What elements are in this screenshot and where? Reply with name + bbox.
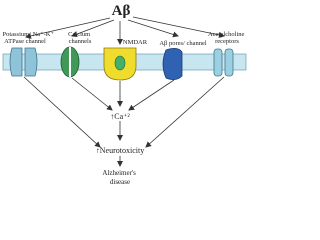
abeta-source-label: Aβ xyxy=(112,3,131,19)
arrow-abeta-to-ach xyxy=(132,16,225,38)
source-arrows xyxy=(25,16,225,45)
acetylcholine-receptor-icon xyxy=(213,48,234,77)
abeta-pore-icon xyxy=(162,48,183,80)
receptor-label-abeta-pores: Aβ pores/ channel xyxy=(159,40,207,47)
receptor-label-atpase: Potassium/ Na⁺-K⁺ ATPase channel xyxy=(2,31,55,45)
calcium-channel-icon xyxy=(60,46,80,78)
arrow-pores-to-ca xyxy=(128,79,175,111)
alzheimers-disease-label: Alzheimer's disease xyxy=(102,169,137,186)
arrow-abeta-to-pores xyxy=(127,19,179,38)
arrow-abeta-to-atpase xyxy=(25,17,111,39)
abeta-pathway-diagram: Aβ Potassium/ Na⁺-K⁺ ATPase channel Calc… xyxy=(2,3,247,186)
calcium-increase-label: ↑Ca⁺² xyxy=(110,112,130,121)
receptor-label-acetylcholine: Acetylcholine receptors xyxy=(208,31,246,45)
neurotoxicity-label: ↑Neurotoxicity xyxy=(96,146,144,155)
arrow-calcium-channel-to-ca xyxy=(71,77,113,111)
pathway-arrows xyxy=(23,76,225,167)
nmdar-icon xyxy=(103,47,137,81)
arrow-abeta-to-calcium-channel xyxy=(71,19,115,38)
arrow-atpase-to-neurotoxicity xyxy=(23,76,101,148)
receptor-label-nmdar: NMDAR xyxy=(123,39,148,46)
arrow-ach-to-neurotoxicity xyxy=(145,76,225,148)
atpase-channel-icon xyxy=(9,47,38,77)
receptor-label-calcium: Calcium channels xyxy=(68,31,92,45)
